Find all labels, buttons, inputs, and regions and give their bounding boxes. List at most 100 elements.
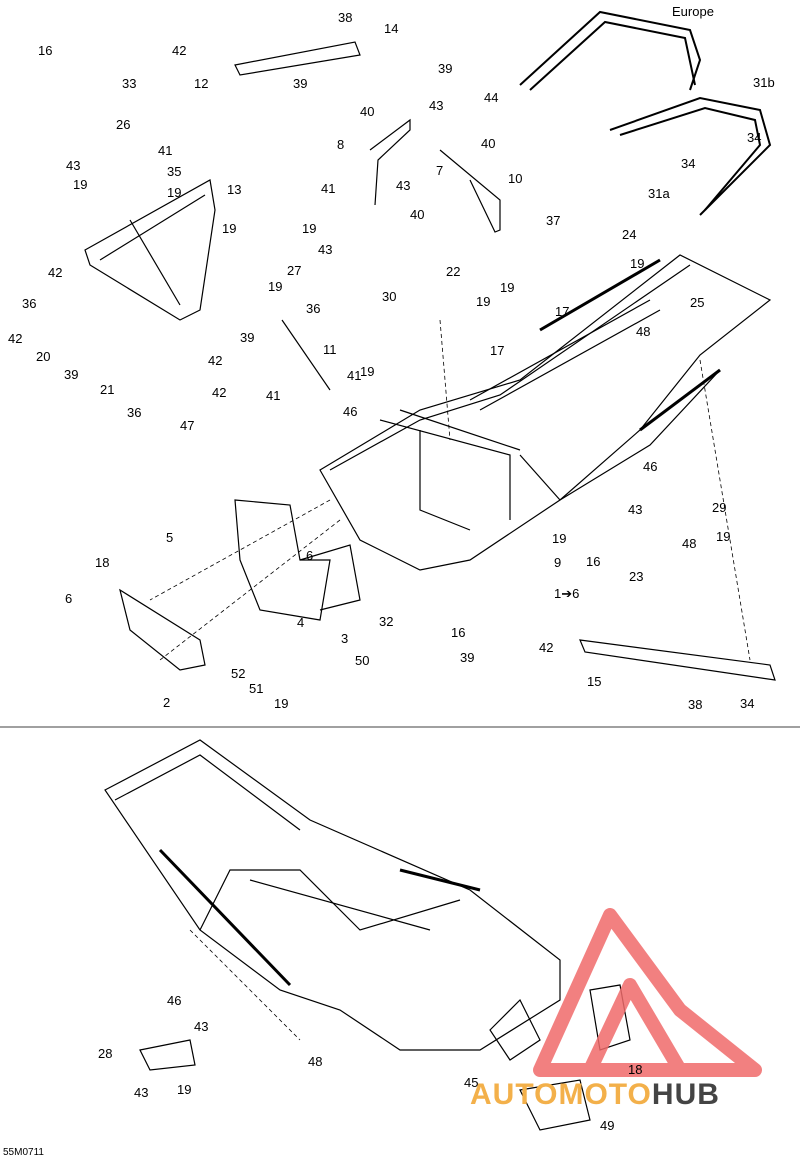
callout-label: 19 [167, 185, 182, 200]
callout-label: 8 [337, 137, 345, 152]
callout-label: 39 [240, 330, 255, 345]
callout-label: 31a [648, 186, 670, 201]
callout-label: 46 [167, 993, 182, 1008]
callout-label: 39 [460, 650, 475, 665]
callout-label: 15 [587, 674, 602, 689]
callout-label: 48 [682, 536, 697, 551]
callout-label: 48 [636, 324, 651, 339]
callout-label: 42 [539, 640, 554, 655]
callout-label: 38 [338, 10, 353, 25]
callout-label: 36 [306, 301, 321, 316]
callout-label: 18 [628, 1062, 643, 1077]
callout-label: 6 [65, 591, 73, 606]
callout-label: 7 [436, 163, 444, 178]
callout-label: 43 [194, 1019, 209, 1034]
callout-label: 11 [323, 342, 337, 357]
callout-label: 20 [36, 349, 51, 364]
callout-label: 47 [180, 418, 195, 433]
callout-label: 19 [302, 221, 317, 236]
callout-label: 24 [622, 227, 637, 242]
callout-label: 40 [410, 207, 425, 222]
callout-label: 5 [166, 530, 174, 545]
callout-label: 4 [297, 615, 305, 630]
callout-label: 42 [172, 43, 187, 58]
callout-label: 19 [500, 280, 515, 295]
diagram-code: 55M0711 [3, 1147, 44, 1158]
callout-label: 14 [384, 21, 399, 36]
callout-label: 17 [490, 343, 505, 358]
callout-label: 40 [481, 136, 496, 151]
callout-label: 13 [227, 182, 242, 197]
callout-label: 46 [643, 459, 658, 474]
callout-label: 31b [753, 75, 775, 90]
callout-label: 41 [266, 388, 281, 403]
callout-label: 39 [64, 367, 79, 382]
callout-label: 25 [690, 295, 705, 310]
callout-label: 16 [38, 43, 53, 58]
callout-label: 12 [194, 76, 209, 91]
europe-label: Europe [672, 4, 714, 19]
callout-label: 48 [308, 1054, 323, 1069]
callout-label: 41 [347, 368, 362, 383]
callout-label: 41 [158, 143, 173, 158]
callout-label: 19 [222, 221, 237, 236]
callout-label: 39 [438, 61, 453, 76]
callout-label: 41 [321, 181, 336, 196]
callout-label: 19 [552, 531, 567, 546]
callout-label: 43 [396, 178, 411, 193]
callout-label: 40 [360, 104, 375, 119]
callout-label: 18 [95, 555, 110, 570]
callout-label: 34 [681, 156, 696, 171]
callout-label: 3 [341, 631, 349, 646]
watermark-part-hub: HUB [651, 1078, 720, 1111]
callout-label: 36 [127, 405, 142, 420]
callout-label: 2 [163, 695, 171, 710]
frame-drawing-bottom [104, 739, 631, 1131]
callout-label: 1➔6 [554, 586, 580, 601]
callout-label: 19 [274, 696, 289, 711]
callout-label: 19 [716, 529, 731, 544]
callout-label: 19 [268, 279, 283, 294]
callout-label: 19 [360, 364, 375, 379]
callout-label: 27 [287, 263, 302, 278]
callout-label: 16 [586, 554, 601, 569]
callout-label: 43 [66, 158, 81, 173]
callout-label: 6 [306, 548, 314, 563]
callout-label: 43 [134, 1085, 149, 1100]
callout-label: 9 [554, 555, 562, 570]
callout-label: 21 [100, 382, 115, 397]
callout-label: 10 [508, 171, 523, 186]
callout-label: 42 [8, 331, 23, 346]
callout-label: 43 [628, 502, 643, 517]
frame-drawing-top [84, 10, 776, 681]
callout-label: 30 [382, 289, 397, 304]
callout-label: 42 [48, 265, 63, 280]
callout-label: 43 [318, 242, 333, 257]
callout-label: 49 [600, 1118, 615, 1133]
callout-label: 32 [379, 614, 394, 629]
callout-label: 39 [293, 76, 308, 91]
callout-label: 45 [464, 1075, 479, 1090]
watermark-part-moto: MOTO [558, 1078, 652, 1111]
callout-label: 52 [231, 666, 246, 681]
watermark-logo-icon [533, 908, 762, 1077]
callout-label: 19 [177, 1082, 192, 1097]
callout-label: 23 [629, 569, 644, 584]
callout-label: 17 [555, 304, 570, 319]
callout-label: 19 [630, 256, 645, 271]
callout-label: 46 [343, 404, 358, 419]
callout-label: 28 [98, 1046, 113, 1061]
callout-label: 38 [688, 697, 703, 712]
callout-label: 34 [747, 130, 762, 145]
callout-label: 29 [712, 500, 727, 515]
callout-label: 36 [22, 296, 37, 311]
callout-label: 42 [212, 385, 227, 400]
callout-label: 51 [249, 681, 264, 696]
callout-label: 42 [208, 353, 223, 368]
callout-label: 22 [446, 264, 461, 279]
callout-label: 16 [451, 625, 466, 640]
callout-label: 26 [116, 117, 131, 132]
callout-label: 43 [429, 98, 444, 113]
callout-label: 19 [73, 177, 88, 192]
